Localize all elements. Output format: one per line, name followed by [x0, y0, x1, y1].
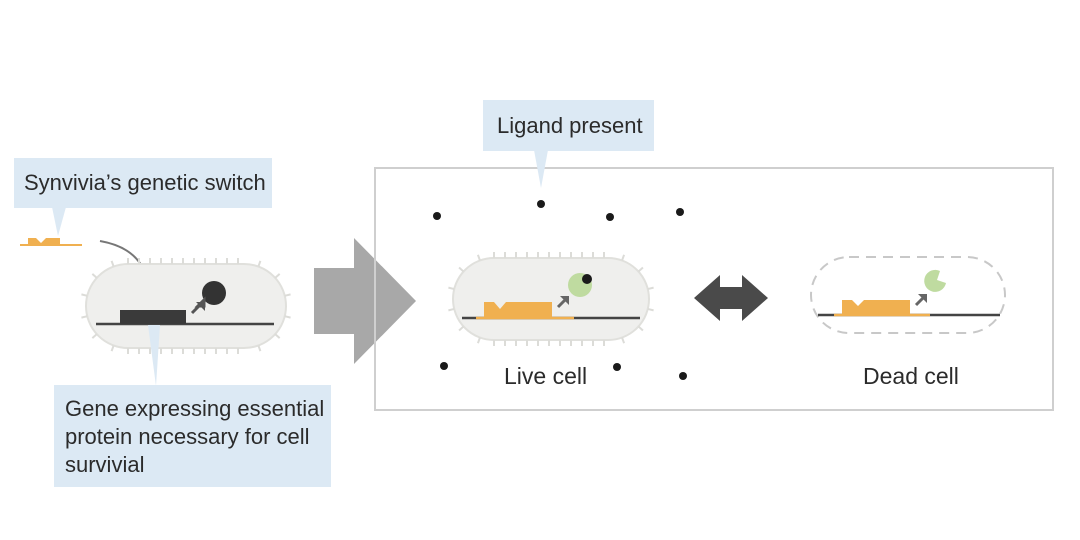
gene-callout-line-2: protein necessary for cell: [65, 424, 310, 449]
switch-callout-text: Synvivia’s genetic switch: [24, 170, 266, 195]
dead-switch-gene: [842, 300, 910, 315]
ligand-dot: [613, 363, 621, 371]
live-switch-gene: [484, 302, 552, 318]
gene-callout-box: [54, 385, 331, 487]
switch-callout-box: [14, 158, 272, 208]
dead-cell: Dead cell: [810, 256, 1006, 389]
dead-cell-membrane: [810, 256, 1006, 334]
ligand-callout-text: Ligand present: [497, 113, 643, 138]
essential-protein: [202, 281, 226, 305]
live-cell: Live cell: [448, 252, 654, 389]
ligand-dot: [537, 200, 545, 208]
double-arrow: [694, 275, 768, 321]
live-expression-arrow-icon: [556, 297, 568, 309]
ligand-dot: [440, 362, 448, 370]
dead-protein: [924, 269, 946, 292]
genetic-switch-element: [20, 238, 82, 246]
ligand-dots: [433, 200, 687, 380]
gene-callout: Gene expressing essential protein necess…: [54, 325, 331, 487]
ligand-callout-box: [483, 100, 654, 151]
ligand-dot: [679, 372, 687, 380]
live-cell-body: [452, 257, 650, 341]
gene-callout-line-1: Gene expressing essential: [65, 396, 324, 421]
original-cell-hairs: [81, 258, 291, 354]
ligand-dot: [433, 212, 441, 220]
switch-callout: Synvivia’s genetic switch: [14, 158, 272, 236]
dead-expression-arrow-icon: [914, 295, 926, 307]
essential-gene: [120, 310, 186, 324]
ligand-dot: [676, 208, 684, 216]
bound-ligand: [582, 274, 592, 284]
gene-callout-pointer: [148, 325, 160, 386]
dead-cell-label: Dead cell: [863, 363, 959, 389]
live-cell-label: Live cell: [504, 363, 587, 389]
live-cell-hairs: [448, 252, 654, 346]
ligand-callout-pointer: [534, 150, 548, 188]
original-cell-body: [85, 263, 287, 349]
ligand-callout: Ligand present: [483, 100, 654, 188]
original-cell: [81, 258, 291, 354]
ligand-dot: [606, 213, 614, 221]
ligand-panel: [374, 167, 1054, 411]
transition-arrow: [314, 238, 416, 364]
switch-callout-pointer: [52, 207, 66, 236]
gene-callout-line-3: survivial: [65, 452, 144, 477]
